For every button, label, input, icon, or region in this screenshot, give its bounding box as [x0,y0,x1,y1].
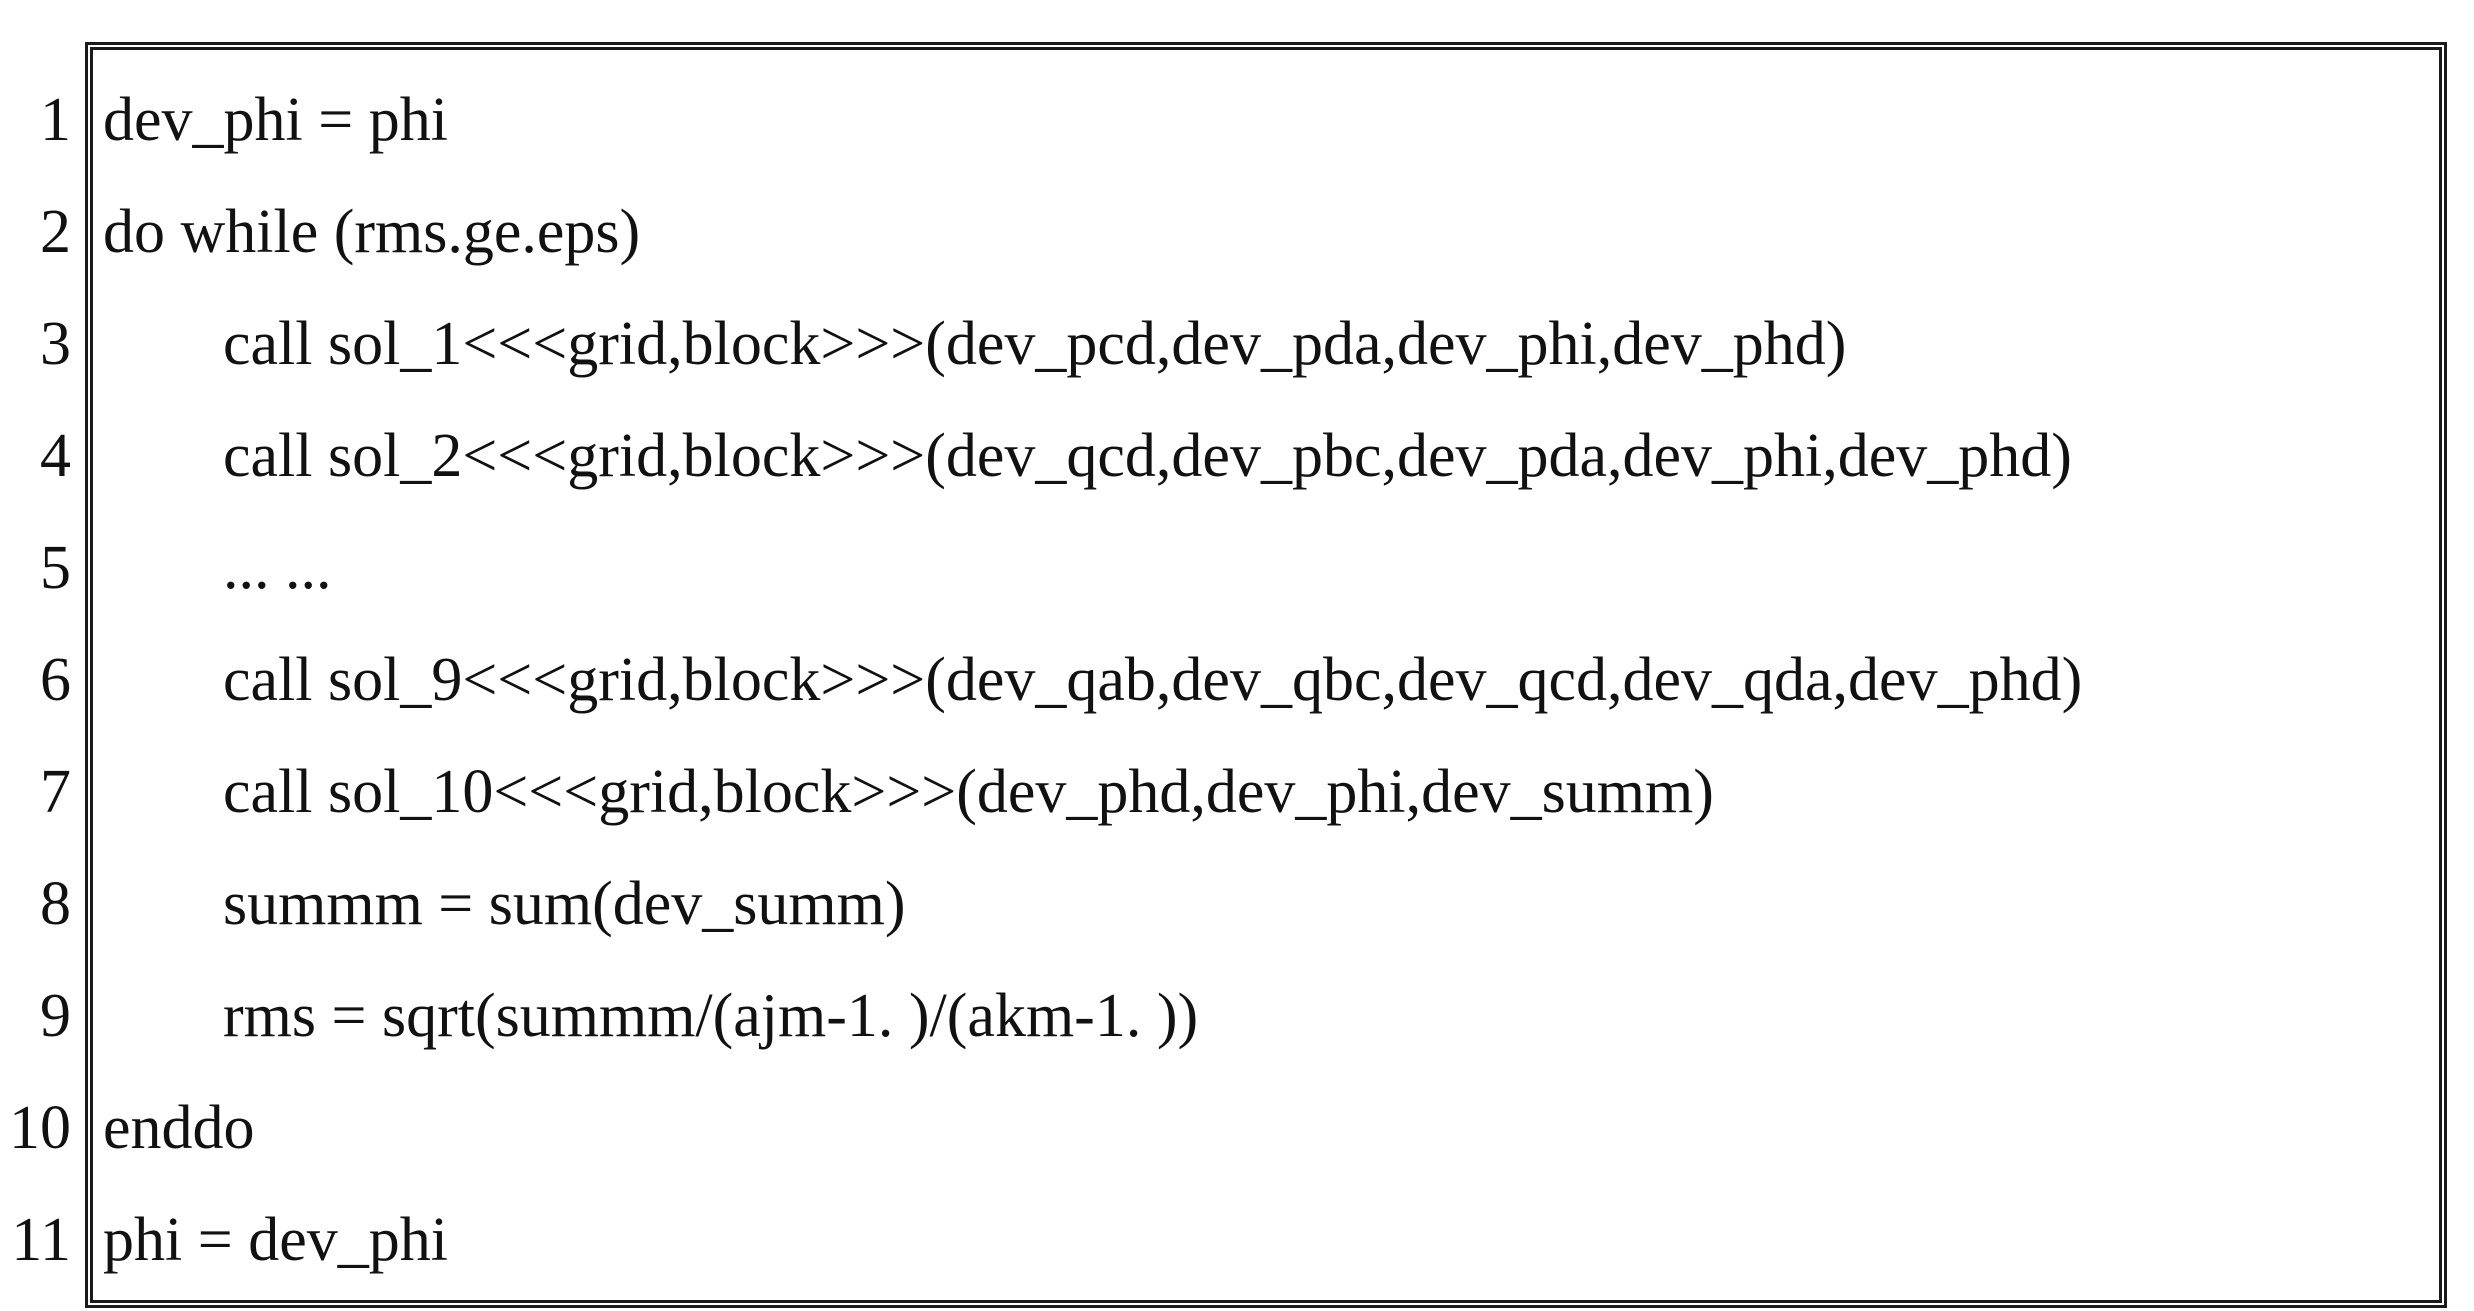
line-number: 1 [40,86,71,154]
code-line: summm = sum(dev_summ) [223,870,906,938]
code-listing: 1 2 3 4 5 6 7 8 9 10 11 dev_phi = phi do… [0,42,2447,1308]
line-number: 10 [9,1094,71,1162]
line-number: 3 [40,310,71,378]
code-line: rms = sqrt(summm/(ajm-1. )/(akm-1. )) [223,982,1199,1050]
code-line: call sol_2<<<grid,block>>>(dev_qcd,dev_p… [223,422,2072,490]
line-number: 4 [40,422,71,490]
code-line: call sol_1<<<grid,block>>>(dev_pcd,dev_p… [223,310,1847,378]
code-line: ... ... [223,534,332,602]
line-number: 8 [40,870,71,938]
listing-frame: dev_phi = phi do while (rms.ge.eps) call… [85,42,2447,1308]
code-line: phi = dev_phi [103,1206,448,1274]
code-line: enddo [103,1094,255,1162]
code-line: call sol_9<<<grid,block>>>(dev_qab,dev_q… [223,646,2083,714]
line-number: 2 [40,198,71,266]
line-number: 7 [40,758,71,826]
line-number: 9 [40,982,71,1050]
code-line: call sol_10<<<grid,block>>>(dev_phd,dev_… [223,758,1714,826]
line-number: 6 [40,646,71,714]
line-number-column: 1 2 3 4 5 6 7 8 9 10 11 [0,42,85,1308]
line-number: 5 [40,534,71,602]
line-number: 11 [11,1206,71,1274]
code-line: do while (rms.ge.eps) [103,198,641,266]
code-line: dev_phi = phi [103,86,448,154]
